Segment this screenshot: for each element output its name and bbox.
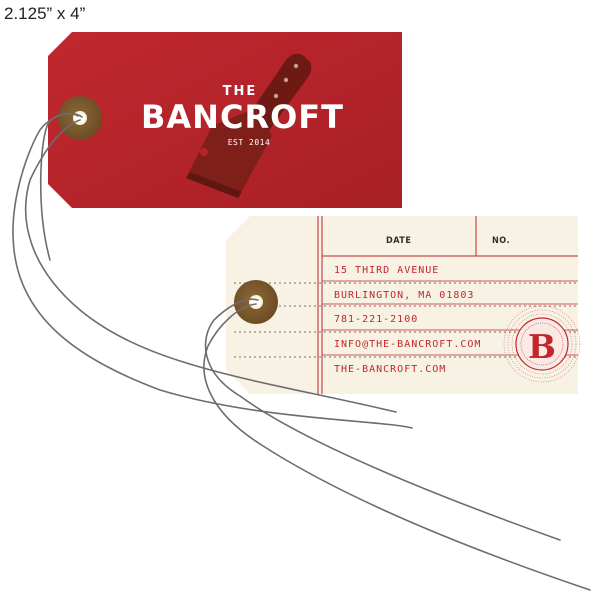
seal-letter: B (528, 327, 556, 366)
phone-line: 781-221-2100 (334, 314, 419, 325)
city-line: BURLINGTON, MA 01803 (334, 290, 475, 301)
website-line: THE-BANCROFT.COM (334, 364, 447, 375)
tag-strings (12, 112, 591, 591)
front-tag (48, 32, 402, 208)
front-eyelet-icon (58, 96, 102, 140)
email-line: INFO@THE-BANCROFT.COM (334, 339, 482, 350)
dimensions-label: 2.125” x 4” (4, 4, 86, 23)
cleaver-icon (186, 53, 312, 198)
front-brand-name: BANCROFT (141, 98, 344, 136)
no-header: NO. (492, 236, 511, 246)
address-line: 15 THIRD AVENUE (334, 265, 440, 276)
front-est-text: EST 2014 (227, 138, 271, 147)
back-tag (226, 216, 581, 394)
front-the-text: THE (222, 84, 258, 99)
date-header: DATE (386, 236, 412, 246)
seal-icon (503, 305, 581, 383)
